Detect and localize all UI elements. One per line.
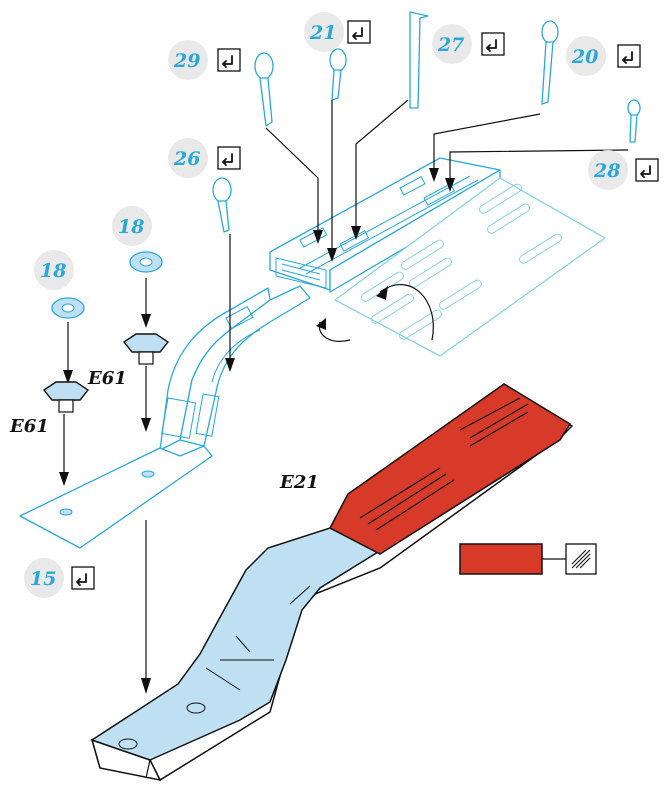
placement-arrows (59, 99, 629, 694)
step-number: 18 (40, 260, 66, 282)
step-number: 20 (571, 46, 598, 68)
step-marker-28: 28 (588, 150, 659, 190)
checkmark-icon (486, 39, 497, 52)
step-marker-18a: 18 (34, 250, 74, 290)
checkmark-icon (352, 27, 363, 40)
block-part-e21 (90, 383, 574, 782)
step-number: 28 (593, 160, 620, 182)
knob-e61-upper (122, 333, 170, 365)
step-marker-26: 26 (168, 138, 241, 178)
checkmark-icon (622, 51, 633, 64)
step-marker-27: 27 (432, 24, 505, 64)
step-marker-20: 20 (566, 36, 641, 76)
checkmark-icon (222, 153, 233, 166)
part-label-e21: E21 (279, 472, 319, 493)
color-swatch (459, 543, 543, 575)
step-marker-21: 21 (304, 12, 371, 52)
flower-part-18a (51, 297, 85, 319)
hatched-brush-icon (565, 543, 597, 575)
checkmark-icon (76, 573, 87, 586)
step-number: 21 (309, 22, 336, 44)
step-number: 26 (173, 148, 200, 170)
checkmark-icon (222, 55, 233, 68)
step-number: 27 (437, 34, 464, 56)
part-label-e61-upper: E61 (87, 368, 127, 389)
color-legend (459, 543, 597, 575)
step-number: 18 (118, 216, 144, 238)
step-number: 29 (173, 50, 200, 72)
knob-e61-lower (42, 381, 90, 413)
step-number: 15 (30, 568, 56, 590)
checkmark-icon (640, 165, 651, 178)
flower-part-18b (129, 251, 163, 273)
small-stickers (212, 11, 641, 233)
sticker-sheet (19, 157, 606, 549)
step-marker-18b: 18 (112, 206, 152, 246)
step-marker-15: 15 (24, 558, 95, 598)
part-label-e61-lower: E61 (9, 416, 49, 437)
step-marker-29: 29 (168, 40, 241, 80)
